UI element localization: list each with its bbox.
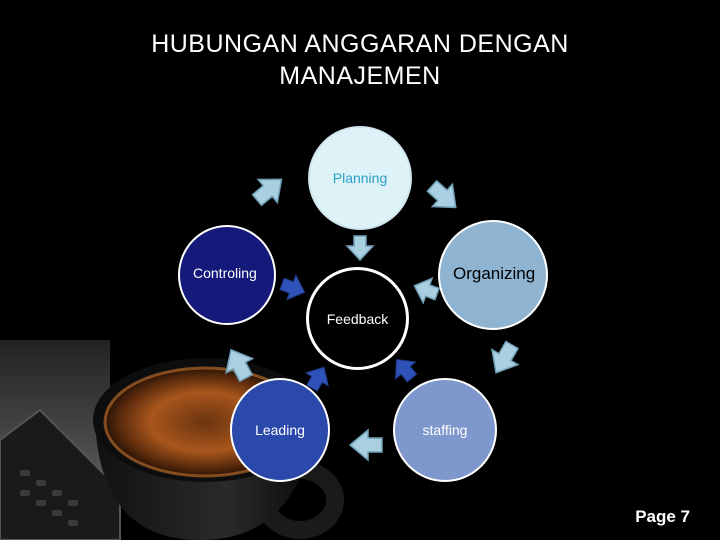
arrow-staffing-to-leading-icon [350, 430, 382, 460]
planning-label: Planning [333, 170, 388, 186]
arrow-organizing-to-staffing-icon [483, 338, 525, 381]
arrow-planning-to-feedback-icon [347, 236, 373, 260]
staffing-label: staffing [423, 422, 468, 438]
arrow-organizing-to-feedback-icon [410, 274, 441, 307]
page-number: Page 7 [635, 507, 690, 527]
organizing-label: Organizing [453, 264, 535, 284]
arrow-planning-to-organizing-icon [422, 175, 466, 219]
controling-label: Controling [193, 265, 257, 281]
arrow-controling-to-planning-icon [247, 168, 291, 212]
staffing-node: staffing [393, 378, 497, 482]
arrow-controling-to-feedback-icon [278, 272, 309, 305]
feedback-label: Feedback [327, 311, 388, 327]
arrow-leading-to-controling-icon [218, 343, 260, 385]
planning-node: Planning [308, 126, 412, 230]
feedback-node: Feedback [306, 267, 409, 370]
leading-label: Leading [255, 422, 305, 438]
leading-node: Leading [230, 378, 330, 482]
